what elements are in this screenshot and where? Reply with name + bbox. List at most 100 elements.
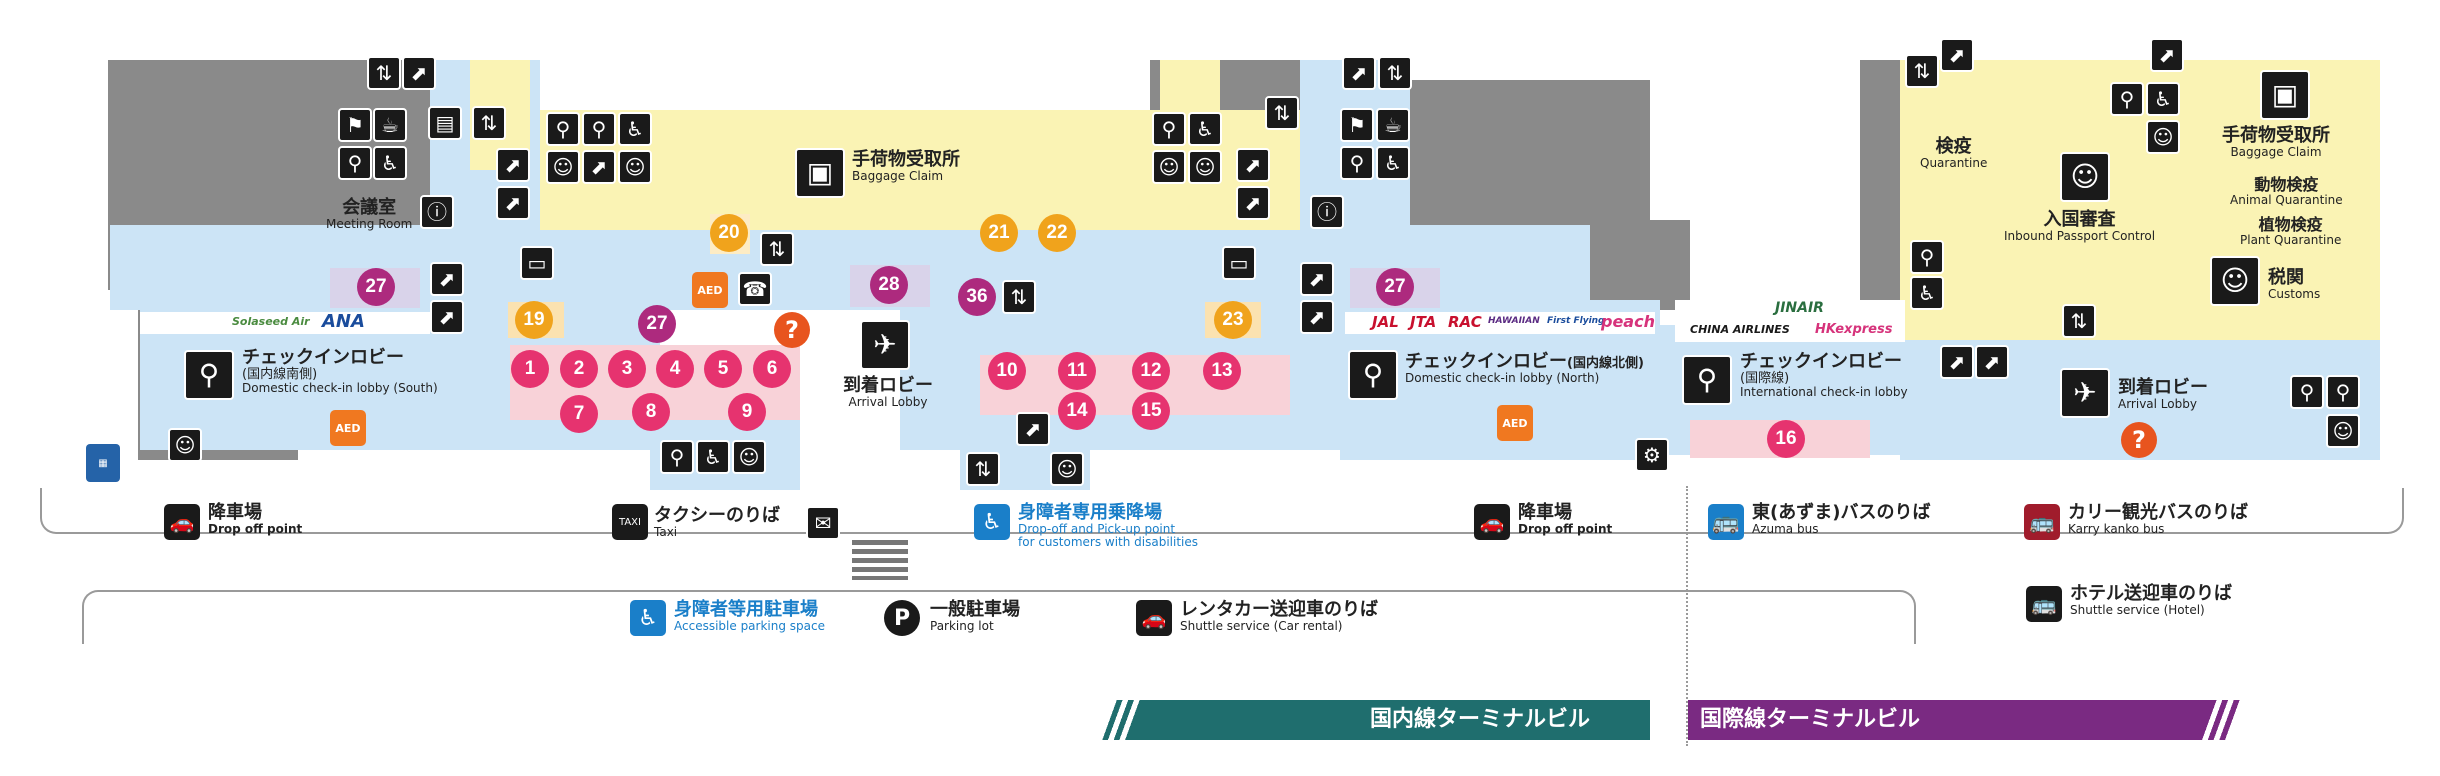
elevator-icon[interactable]: ⇅ [367,56,401,90]
counter-marker-6[interactable]: 6 [753,350,791,388]
elevator-icon[interactable]: ⇅ [1002,280,1036,314]
escalator-icon[interactable]: ⬈ [496,186,530,220]
escalator-icon[interactable]: ⬈ [1300,300,1334,334]
escalator-icon[interactable]: ⬈ [1300,262,1334,296]
baby-icon[interactable]: ☺ [2146,120,2180,154]
counter-marker-5[interactable]: 5 [704,350,742,388]
checkin-icon: ⚲ [1348,350,1398,400]
baby-icon[interactable]: ☺ [2326,414,2360,448]
wheelchair-icon[interactable]: ♿ [2146,82,2180,116]
shop-marker-20[interactable]: 20 [710,214,748,252]
lounge-marker-27[interactable]: 27 [1376,268,1414,306]
customs-label: 税関 Customs [2268,267,2321,301]
smoking-icon[interactable]: ▭ [520,246,554,280]
smoking-icon[interactable]: ▭ [1222,246,1256,280]
information-desk-icon[interactable]: ? [2121,422,2157,458]
checkin-south-label: チェックインロビー (国内線南側) Domestic check-in lobb… [242,347,438,396]
locker-icon[interactable]: ▤ [428,106,462,140]
airline-jinair: JINAIR [1775,300,1824,316]
escalator-icon[interactable]: ⬈ [1342,56,1376,90]
wheelchair-icon[interactable]: ♿ [696,440,730,474]
service-counter-icon[interactable]: ☺ [168,428,202,462]
airline-china: CHINA AIRLINES [1690,323,1790,336]
arrival-plane-icon: ✈ [2060,368,2110,418]
lounge-marker-28[interactable]: 28 [870,266,908,304]
wheelchair-icon[interactable]: ♿ [1910,276,1944,310]
lounge-marker-27[interactable]: 27 [638,305,676,343]
escalator-icon[interactable]: ⬈ [1940,38,1974,72]
restroom-icon[interactable]: ⚲ [582,112,616,146]
shop-marker-22[interactable]: 22 [1038,214,1076,252]
restroom-icon[interactable]: ⚲ [660,440,694,474]
meeting-icon: ⚑ [1340,108,1374,142]
elevator-icon[interactable]: ⇅ [966,452,1000,486]
restroom-icon[interactable]: ⚲ [2326,375,2360,409]
wheelchair-icon[interactable]: ♿ [373,146,407,180]
elevator-icon[interactable]: ⇅ [472,106,506,140]
intl-terminal-band [1688,700,2248,740]
nursing-icon[interactable]: ☺ [546,150,580,184]
arrival-lobby-intl-label: 到着ロビー Arrival Lobby [2118,377,2208,411]
wheelchair-icon[interactable]: ♿ [1376,146,1410,180]
restroom-icon[interactable]: ⚲ [1340,146,1374,180]
lounge-marker-36[interactable]: 36 [958,278,996,316]
escalator-icon[interactable]: ⬈ [1940,345,1974,379]
info-icon[interactable]: ⓘ [1310,195,1344,229]
counter-marker-1[interactable]: 1 [511,350,549,388]
escalator-icon[interactable]: ⬈ [582,150,616,184]
counter-marker-15[interactable]: 15 [1132,392,1170,430]
counter-marker-14[interactable]: 14 [1058,392,1096,430]
counter-marker-12[interactable]: 12 [1132,352,1170,390]
escalator-icon[interactable]: ⬈ [1236,186,1270,220]
counter-marker-3[interactable]: 3 [608,350,646,388]
wheelchair-icon[interactable]: ♿ [618,112,652,146]
escalator-icon[interactable]: ⬈ [2150,38,2184,72]
elevator-icon[interactable]: ⇅ [1378,56,1412,90]
counter-marker-16[interactable]: 16 [1767,420,1805,458]
escalator-icon[interactable]: ⬈ [430,300,464,334]
elevator-icon[interactable]: ⇅ [2062,304,2096,338]
elevator-icon[interactable]: ⇅ [760,232,794,266]
counter-marker-7[interactable]: 7 [560,395,598,433]
shop-marker-19[interactable]: 19 [515,301,553,339]
elevator-icon[interactable]: ⇅ [1905,54,1939,88]
counter-marker-10[interactable]: 10 [988,352,1026,390]
plant-quarantine-label: 植物検疫 Plant Quarantine [2240,215,2342,247]
baggage-icon: ▣ [2260,70,2310,120]
baby-icon[interactable]: ☺ [732,440,766,474]
wheelchair-icon[interactable]: ♿ [1188,112,1222,146]
restroom-icon[interactable]: ⚲ [338,146,372,180]
info-icon[interactable]: ⓘ [420,195,454,229]
counter-marker-2[interactable]: 2 [560,350,598,388]
mail-icon[interactable]: ✉ [806,506,840,540]
counter-marker-11[interactable]: 11 [1058,352,1096,390]
counter-marker-8[interactable]: 8 [632,393,670,431]
escalator-icon[interactable]: ⬈ [1975,345,2009,379]
baby-icon[interactable]: ☺ [1188,150,1222,184]
escalator-icon[interactable]: ⬈ [430,262,464,296]
dropoff-label-1: 降車場 Drop off point [208,502,303,536]
phone-icon[interactable]: ☎ [738,272,772,306]
escalator-icon[interactable]: ⬈ [1236,148,1270,182]
elevator-icon[interactable]: ⇅ [1265,96,1299,130]
baby-icon[interactable]: ☺ [618,150,652,184]
information-desk-icon[interactable]: ? [774,312,810,348]
car-icon: 🚗 [1474,504,1510,540]
counter-marker-13[interactable]: 13 [1203,352,1241,390]
nursing-icon[interactable]: ☺ [1152,150,1186,184]
restroom-icon[interactable]: ⚲ [2110,82,2144,116]
restroom-icon[interactable]: ⚲ [1152,112,1186,146]
car-icon: 🚗 [164,504,200,540]
restroom-icon[interactable]: ⚲ [1910,240,1944,274]
shop-marker-21[interactable]: 21 [980,214,1018,252]
shop-marker-23[interactable]: 23 [1214,301,1252,339]
escalator-icon[interactable]: ⬈ [496,148,530,182]
restroom-icon[interactable]: ⚲ [2290,375,2324,409]
nursing-icon[interactable]: ☺ [1050,452,1084,486]
lounge-marker-27[interactable]: 27 [357,268,395,306]
escalator-icon[interactable]: ⬈ [1016,412,1050,446]
counter-marker-9[interactable]: 9 [728,393,766,431]
escalator-icon[interactable]: ⬈ [402,56,436,90]
restroom-icon[interactable]: ⚲ [546,112,580,146]
counter-marker-4[interactable]: 4 [656,350,694,388]
